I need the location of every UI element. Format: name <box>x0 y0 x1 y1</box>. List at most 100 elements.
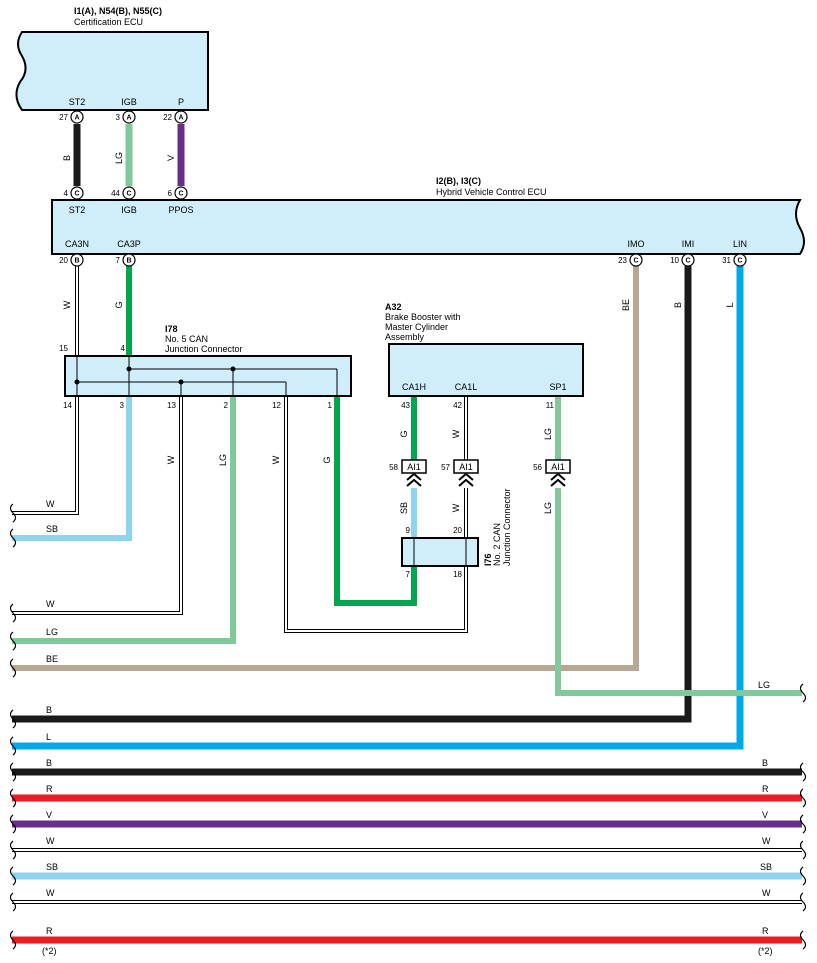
wire-break-mark <box>799 814 807 834</box>
wire-break-mark <box>9 814 17 834</box>
inline-connector-name: AI1 <box>407 462 421 472</box>
wire-break-mark <box>9 658 17 678</box>
wire-label: LG <box>46 627 58 637</box>
pin-number: 1 <box>328 401 333 410</box>
cert-pins: 27 A 3 A 22 A <box>59 110 188 124</box>
a32-pin-label-ca1l: CA1L <box>455 382 478 392</box>
wire-sp1-lightgreen-lower <box>555 488 802 696</box>
pin-number: 3 <box>116 113 121 122</box>
wire-break-mark <box>9 709 17 729</box>
i78-junction-connector: I78 No. 5 CAN Junction Connector 15 4 14… <box>59 324 352 410</box>
wire-label: L <box>46 732 51 742</box>
a32-box <box>388 343 584 397</box>
pin-number: 7 <box>406 570 411 579</box>
a32-pin-label-sp1: SP1 <box>549 382 566 392</box>
connector-circle <box>174 186 188 200</box>
wires <box>12 266 802 750</box>
wire-label: BE <box>46 654 58 664</box>
wire-break-mark <box>9 892 17 912</box>
certification-ecu-box <box>15 31 209 111</box>
wire-label-right: LG <box>758 680 770 690</box>
i78-name-line1: No. 5 CAN <box>165 334 208 344</box>
hv-pin-label-ca3n: CA3N <box>65 239 89 249</box>
wire-break-mark <box>9 631 17 651</box>
wire-imo-beige <box>12 266 639 671</box>
pin-number: 14 <box>63 401 72 410</box>
pin-number: 44 <box>111 189 120 198</box>
wire-color-label: V <box>166 155 176 161</box>
inline-connector-58: AI1 58 <box>389 459 427 487</box>
pin-number: 11 <box>546 401 555 410</box>
connector-letter: C <box>126 191 131 198</box>
wire-label: R <box>46 926 53 936</box>
hv-top-pins: 4 C 44 C 6 C <box>64 186 188 200</box>
wire-label: W <box>46 499 55 509</box>
i78-box <box>64 355 352 397</box>
pin-number: 20 <box>453 526 462 535</box>
a32-pin-label-ca1h: CA1H <box>402 382 426 392</box>
splice-dot <box>178 379 184 385</box>
wire-color-label: LG <box>114 152 124 164</box>
pin-number: 20 <box>59 256 68 265</box>
i78-name-line2: Junction Connector <box>165 344 243 354</box>
hv-pin-label-imi: IMI <box>682 239 695 249</box>
pin-number: 15 <box>59 344 68 353</box>
connector-circle <box>122 110 136 124</box>
wire-note: (*2) <box>42 946 57 956</box>
wire-break-mark <box>799 892 807 912</box>
splice-dot <box>74 379 80 385</box>
connector-letter: B <box>74 258 79 265</box>
wire-label: SB <box>46 862 58 872</box>
pin-number: 57 <box>441 463 450 472</box>
wire-i78-3-skyblue <box>12 396 132 541</box>
wire-label: SB <box>46 524 58 534</box>
wire-break-mark <box>9 788 17 808</box>
a32-name-line3: Assembly <box>385 332 425 342</box>
wire-label: B <box>762 758 768 768</box>
certification-ecu: I1(A), N54(B), N55(C) Certification ECU … <box>15 6 209 111</box>
splice-dot <box>126 366 132 372</box>
hv-bottom-pins: 20 B 7 B 23 C 10 C 31 C <box>59 253 747 267</box>
pin-number: 31 <box>722 256 731 265</box>
wire-color-label: BE <box>621 299 631 311</box>
wire-color-label: L <box>725 302 735 307</box>
i76-name-line1: No. 2 CAN <box>492 523 502 566</box>
pin-number: 22 <box>163 113 172 122</box>
wire-i78-12-white <box>284 396 468 633</box>
i76-name-line2: Junction Connector <box>502 488 512 566</box>
wire-break-mark <box>799 840 807 860</box>
wire-label: W <box>762 836 771 846</box>
pin-number: 18 <box>453 570 462 579</box>
pin-number: 7 <box>116 256 121 265</box>
wire-color-label: W <box>62 300 72 309</box>
wire-color-label: LG <box>543 428 553 440</box>
pin-number: 13 <box>167 401 176 410</box>
i78-code: I78 <box>165 324 178 334</box>
wire-i78-12-white-core <box>285 396 467 632</box>
wire-color-label: W <box>451 429 461 438</box>
wire-label: B <box>46 758 52 768</box>
a32-brake-booster: A32 Brake Booster with Master Cylinder A… <box>385 302 584 410</box>
wire-break-mark <box>9 736 17 756</box>
wire-break-mark <box>799 683 807 703</box>
wire-break-mark <box>9 603 17 623</box>
wire-color-label: G <box>322 456 332 463</box>
wire-i78-13-white <box>12 396 183 615</box>
i76-code: I76 <box>483 553 493 566</box>
wire-break-mark <box>799 930 807 950</box>
connector-letter: C <box>74 191 79 198</box>
connector-circle <box>733 253 747 267</box>
hv-pin-label-ppos: PPOS <box>168 205 193 215</box>
connector-circle <box>70 110 84 124</box>
connector-circle <box>122 186 136 200</box>
hybrid-ecu-name: Hybrid Vehicle Control ECU <box>436 187 547 197</box>
splice-dot <box>230 366 236 372</box>
i76-junction-connector: 9 20 7 18 I76 No. 2 CAN Junction Connect… <box>401 488 512 579</box>
hybrid-ecu-box <box>51 199 805 255</box>
pin-number: 42 <box>453 401 462 410</box>
wire-i78-14-white-core <box>12 396 78 514</box>
wire-label: R <box>762 784 769 794</box>
cert-pin-label-igb: IGB <box>121 97 137 107</box>
bottom-bus-wires: B B R R V V W W SB SB W W R R (*2) (*2) <box>12 758 802 956</box>
